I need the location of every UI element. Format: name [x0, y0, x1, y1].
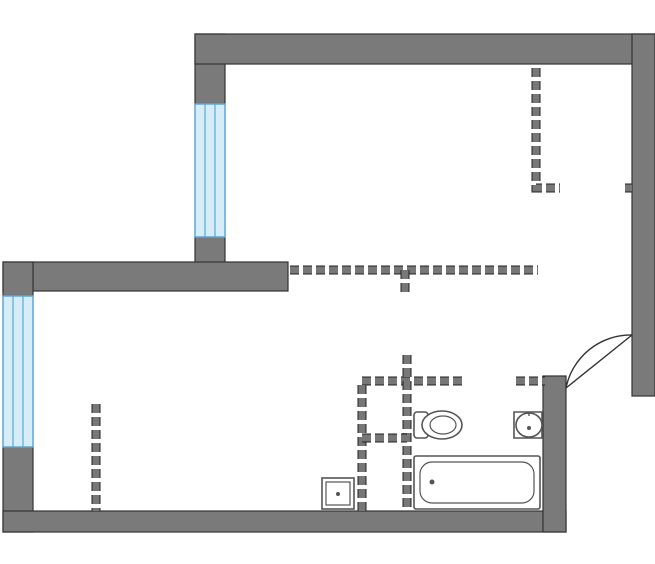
wall-lower-left-top — [2, 261, 34, 297]
entrance-door — [565, 334, 633, 389]
shower-tray — [321, 477, 355, 510]
exterior-walls — [2, 33, 655, 533]
bathtub — [413, 455, 541, 510]
window-upper — [194, 103, 226, 238]
wall-right — [631, 33, 655, 397]
wall-top — [194, 33, 655, 65]
toilet — [413, 410, 463, 440]
washbasin — [513, 411, 543, 439]
wall-bathroom-right — [542, 375, 567, 533]
wall-bottom — [2, 510, 567, 533]
window-lower — [2, 295, 34, 448]
wall-step — [2, 261, 289, 292]
interior-partitions-dashed — [91, 68, 632, 511]
